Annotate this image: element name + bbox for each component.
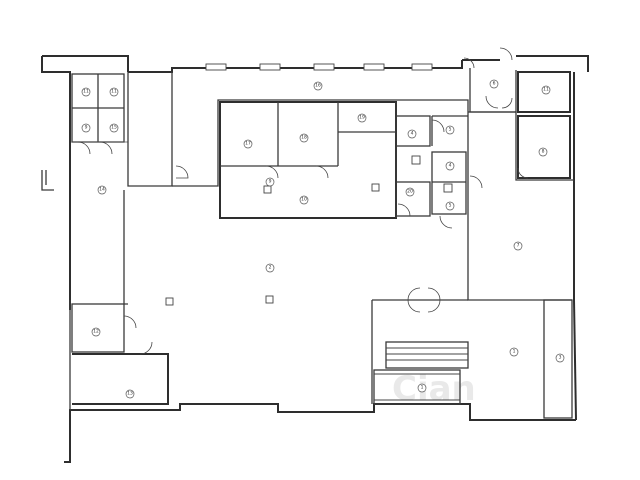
svg-text:19: 19 (359, 115, 365, 121)
svg-text:1: 1 (513, 349, 516, 355)
svg-text:9: 9 (269, 179, 272, 185)
room-label-11a: 11 (81, 87, 91, 97)
svg-text:16: 16 (315, 83, 321, 89)
room-label-18: 18 (299, 133, 309, 143)
watermark-text: Cian (392, 369, 476, 409)
room-label-16: 16 (313, 81, 323, 91)
svg-text:9: 9 (85, 125, 88, 131)
svg-text:12: 12 (93, 329, 99, 335)
room-label-3: 3 (555, 353, 565, 363)
room-label-19: 19 (357, 113, 367, 123)
room-label-2: 2 (265, 263, 275, 273)
doors (77, 47, 529, 355)
room-label-1b: 1 (417, 383, 427, 393)
room-16-walls (172, 99, 469, 187)
room-label-9: 9 (265, 177, 275, 187)
columns (165, 183, 380, 306)
room-block-right (468, 71, 574, 181)
svg-text:11: 11 (111, 89, 117, 95)
room-labels: 1 1 2 3 6 7 8 9 10 11 11 11 12 13 14 15 … (81, 79, 565, 399)
svg-text:3: 3 (559, 355, 562, 361)
room-label-8: 8 (538, 147, 548, 157)
room-block-lower-left (71, 190, 169, 405)
room-label-11b: 11 (109, 87, 119, 97)
top-windows (205, 63, 433, 71)
svg-text:5: 5 (449, 127, 452, 133)
room-label-17: 17 (243, 139, 253, 149)
room-label-20: 20 (405, 187, 415, 197)
svg-text:10: 10 (301, 197, 307, 203)
svg-text:4: 4 (449, 163, 452, 169)
room-label-11c: 11 (541, 85, 551, 95)
room-7-walls (467, 112, 572, 301)
svg-text:4: 4 (411, 131, 414, 137)
svg-text:14: 14 (99, 187, 105, 193)
svg-text:15: 15 (111, 125, 117, 131)
room-9-walls (543, 299, 573, 419)
room-label-12: 12 (91, 327, 101, 337)
room-label-7: 7 (513, 241, 523, 251)
room-label-1a: 1 (509, 347, 519, 357)
svg-text:11: 11 (543, 87, 549, 93)
room-label-9b: 9 (81, 123, 91, 133)
svg-text:17: 17 (245, 141, 251, 147)
svg-text:13: 13 (127, 391, 133, 397)
room-14-walls (127, 72, 173, 187)
toilet-block (71, 73, 128, 143)
svg-text:2: 2 (269, 265, 272, 271)
svg-text:18: 18 (301, 135, 307, 141)
staircase (373, 341, 469, 405)
svg-text:20: 20 (407, 189, 413, 195)
room-label-4a: 4 (407, 129, 417, 139)
svg-text:6: 6 (493, 81, 496, 87)
svg-text:1: 1 (421, 385, 424, 391)
room-block-small (395, 115, 468, 217)
outer-walls (41, 55, 589, 463)
room-label-5a: 5 (445, 125, 455, 135)
svg-text:5: 5 (449, 203, 452, 209)
room-label-5b: 5 (445, 201, 455, 211)
room-label-14: 14 (97, 185, 107, 195)
room-label-10: 10 (299, 195, 309, 205)
room-label-13: 13 (125, 389, 135, 399)
svg-text:11: 11 (83, 89, 89, 95)
room-label-4b: 4 (445, 161, 455, 171)
room-label-15: 15 (109, 123, 119, 133)
room-label-6: 6 (489, 79, 499, 89)
svg-text:7: 7 (517, 243, 520, 249)
svg-text:8: 8 (542, 149, 545, 155)
